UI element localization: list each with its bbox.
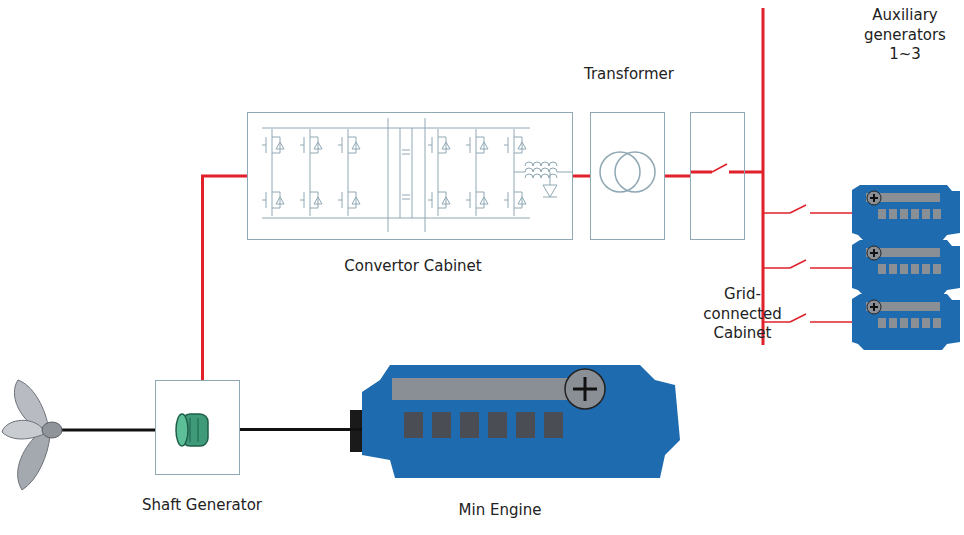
transformer-symbol: [600, 152, 655, 192]
drive-shaft: [240, 428, 362, 431]
component-label: Transformer: [559, 65, 699, 85]
main-engine: [350, 365, 680, 478]
grid-switch: [691, 164, 763, 172]
component-label: Grid-connected Cabinet: [695, 285, 790, 344]
aux-generator-2: [852, 240, 960, 296]
component-label: Min Engine: [450, 501, 550, 521]
cabinet-box: Grid-connected Cabinet: [690, 112, 745, 240]
cabinet-box: Transformer: [590, 112, 665, 240]
propeller-shaft: [60, 429, 156, 432]
component-label: Convertor Cabinet: [328, 257, 498, 277]
power-cable: [665, 175, 690, 178]
aux-feeders: [763, 205, 852, 322]
bus-bar: [762, 8, 765, 345]
group-label: Auxiliary generators 1~3: [850, 6, 960, 65]
propeller: [2, 380, 62, 490]
aux-generator-1: [852, 185, 960, 241]
power-cable: [573, 175, 590, 178]
engine-region: Min Engine: [362, 365, 680, 478]
component-label: Shaft Generator: [132, 496, 272, 516]
cabinet-box: Shaft Generator: [155, 380, 240, 475]
generator-symbol: [176, 414, 208, 446]
converter-circuit: [262, 118, 572, 232]
power-cable: [203, 176, 248, 380]
cabinet-box: Convertor Cabinet: [247, 112, 573, 240]
aux-generator-3: [852, 294, 960, 350]
